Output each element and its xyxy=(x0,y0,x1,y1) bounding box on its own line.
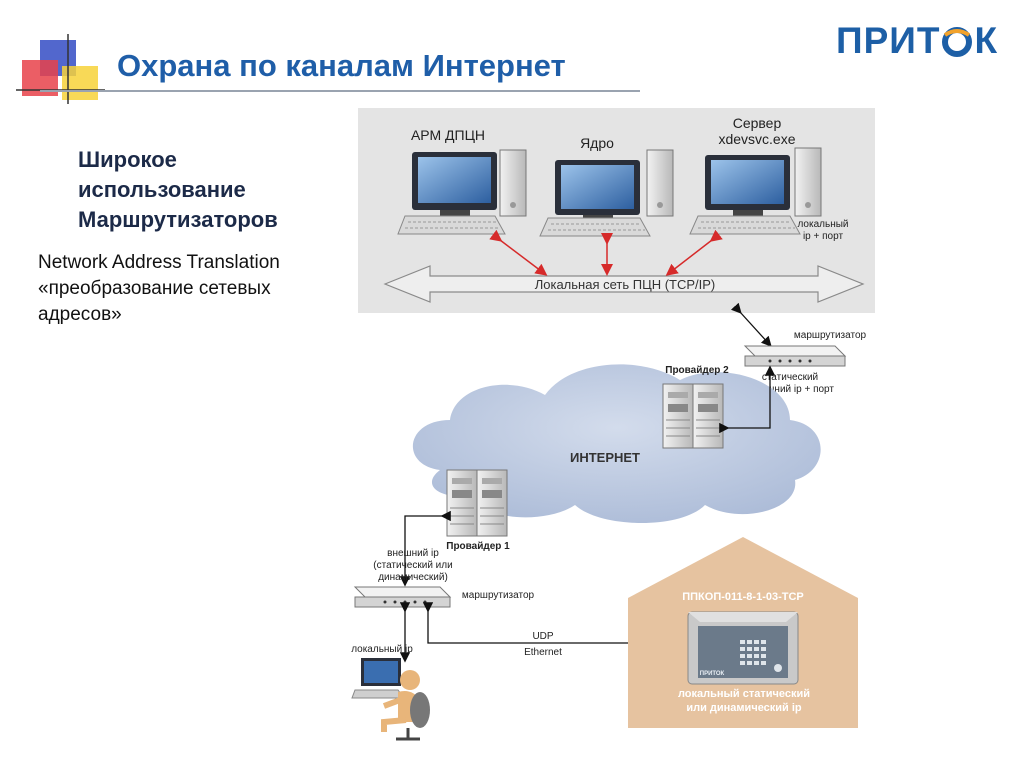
heading-line: Широкое xyxy=(78,147,177,172)
lan-to-router-link xyxy=(730,302,772,347)
router-bottom-label: маршрутизатор xyxy=(462,590,535,601)
provider1-label: Провайдер 1 xyxy=(446,541,510,552)
body-line: «преобразование сетевых xyxy=(38,278,271,299)
body-text: Network Address Translation «преобразова… xyxy=(38,250,280,328)
red-link-arm xyxy=(489,229,548,276)
device-brand: ПРИТОК xyxy=(700,671,725,677)
brand-logo: ПРИТ К xyxy=(836,20,998,62)
logo-text-left: ПРИТ xyxy=(836,20,941,61)
body-line: Network Address Translation xyxy=(38,252,280,273)
provider1-server xyxy=(446,469,508,537)
ext-ip-line3: динамический) xyxy=(378,572,448,583)
device-note-line1: локальный статический xyxy=(678,688,810,700)
device-note-line2: или динамический ip xyxy=(686,702,802,714)
server-note-line2: ip + порт xyxy=(803,231,843,242)
ppkop-device xyxy=(687,611,799,685)
logo-text-right: К xyxy=(974,20,999,61)
core-workstation xyxy=(539,149,674,237)
logo-o-icon xyxy=(940,20,974,62)
lan-bus-arrow xyxy=(383,265,865,303)
title-divider xyxy=(40,90,640,92)
local-ip-label: локальный ip xyxy=(351,644,413,655)
section-heading: Широкое использование Маршрутизаторов xyxy=(78,145,278,235)
arm-workstation xyxy=(397,149,527,235)
udp-label: UDP xyxy=(532,631,553,642)
router-to-device-link xyxy=(422,602,687,649)
server-workstation xyxy=(689,147,822,235)
device-title: ППКОП-011-8-1-03-TCP xyxy=(682,591,804,603)
lan-label: Локальная сеть ПЦН (TCP/IP) xyxy=(535,277,716,292)
ethernet-label: Ethernet xyxy=(524,647,562,658)
heading-line: использование xyxy=(78,177,246,202)
provider1-to-router-link xyxy=(399,510,451,587)
router-top-label: маршрутизатор xyxy=(794,330,867,341)
static-ext-line1: статический xyxy=(762,372,818,383)
ext-ip-line1: внешний ip xyxy=(387,548,439,559)
server-note-line1: локальный xyxy=(797,219,848,230)
arm-label: АРМ ДПЦН xyxy=(411,127,485,143)
corner-decoration xyxy=(16,34,105,104)
server-label-line2: xdevsvc.exe xyxy=(718,131,795,147)
static-ext-line2: внешний ip + порт xyxy=(750,384,834,395)
router-bottom xyxy=(353,586,452,608)
internet-label: ИНТЕРНЕТ xyxy=(570,450,640,465)
ext-ip-line2: (статический или xyxy=(373,560,452,571)
provider2-server xyxy=(662,383,724,449)
core-label: Ядро xyxy=(580,135,614,151)
heading-line: Маршрутизаторов xyxy=(78,207,278,232)
user-at-computer xyxy=(351,658,430,741)
router-top xyxy=(743,345,847,367)
server-label-line1: Сервер xyxy=(733,115,782,131)
provider2-label: Провайдер 2 xyxy=(665,365,729,376)
page-title: Охрана по каналам Интернет xyxy=(117,48,566,83)
provider2-to-router-link xyxy=(719,365,776,434)
red-link-server xyxy=(665,229,723,276)
body-line: адресов» xyxy=(38,304,122,325)
